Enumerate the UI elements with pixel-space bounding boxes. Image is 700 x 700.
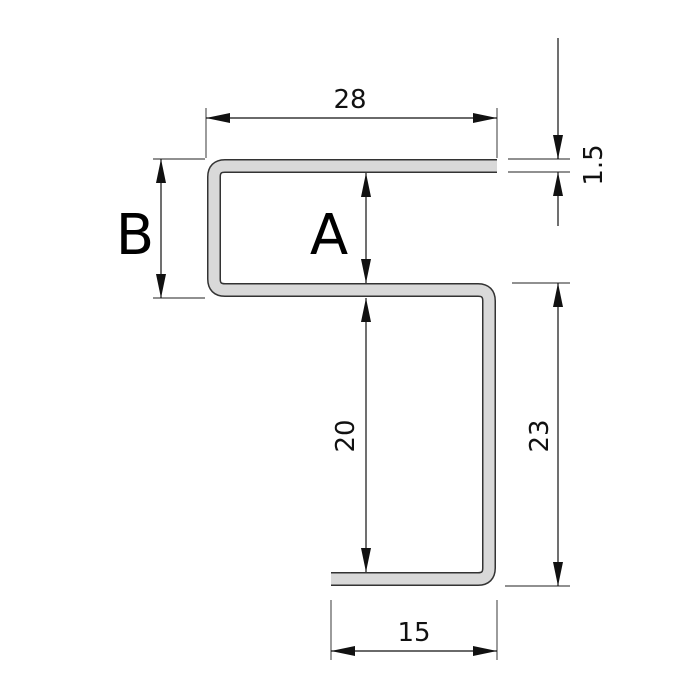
dimension-thickness: 1.5 bbox=[508, 38, 609, 226]
dimension-b: B bbox=[116, 158, 205, 299]
dimension-top-width: 28 bbox=[205, 85, 498, 158]
label-a: A bbox=[310, 203, 348, 268]
dimension-bottom-width: 15 bbox=[330, 600, 498, 660]
dimension-label-outer-height: 23 bbox=[525, 419, 555, 452]
dimension-a: A bbox=[310, 173, 371, 283]
profile-shape bbox=[207, 159, 497, 586]
dimension-label-top-width: 28 bbox=[333, 85, 366, 115]
dimension-outer-height: 23 bbox=[505, 282, 570, 587]
dimension-label-inner-height: 20 bbox=[331, 419, 361, 452]
dimension-label-thickness: 1.5 bbox=[579, 144, 609, 185]
dimension-inner-height: 20 bbox=[331, 298, 371, 572]
dimension-label-bottom-width: 15 bbox=[397, 618, 430, 648]
label-b: B bbox=[116, 203, 154, 268]
